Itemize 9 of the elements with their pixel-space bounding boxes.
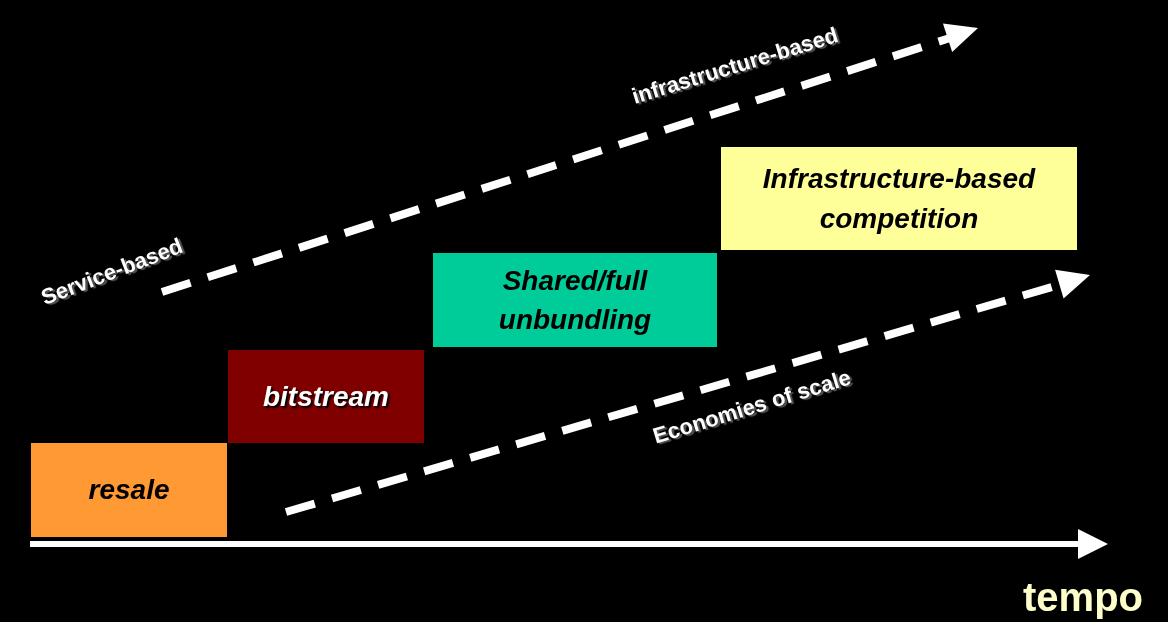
stage-box [721,147,1077,250]
stage-label: Shared/full unbundling [497,263,653,337]
stage-label: resale [88,473,170,508]
stage-box [228,350,424,443]
axis-label: tempo [1023,574,1143,620]
stage-box [31,443,227,537]
stage-box [433,253,717,347]
stage-label: Infrastructure-based competition [761,162,1037,236]
stage-label: bitstream [262,379,389,414]
